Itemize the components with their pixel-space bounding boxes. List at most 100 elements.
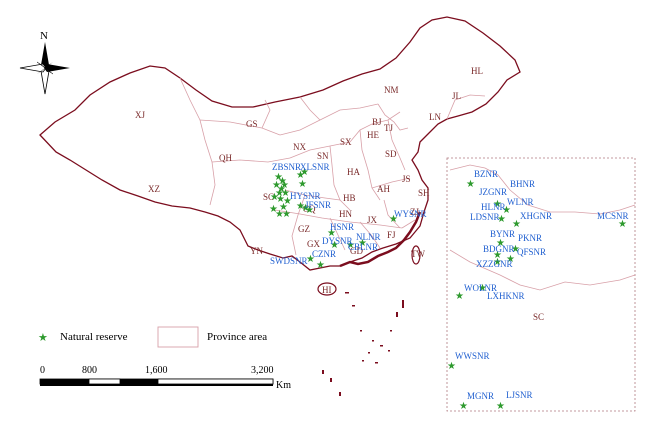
legend-reserve-label: Natural reserve bbox=[60, 331, 128, 343]
star-marker: ★ bbox=[305, 205, 314, 216]
star-marker: ★ bbox=[283, 196, 292, 207]
north-label: N bbox=[40, 30, 48, 42]
province-labels: XJ XZ QH GS NM HL JL LN BJ TJ HE SX SN N… bbox=[135, 66, 544, 322]
inset-sc-boundary bbox=[449, 164, 636, 291]
svg-text:0: 0 bbox=[40, 365, 45, 376]
svg-text:BYNR: BYNR bbox=[490, 229, 515, 239]
province-boundaries bbox=[179, 77, 486, 256]
svg-text:WWSNR: WWSNR bbox=[455, 351, 490, 361]
svg-text:WYSNR: WYSNR bbox=[394, 209, 427, 219]
star-marker: ★ bbox=[306, 254, 315, 265]
star-marker: ★ bbox=[270, 192, 279, 203]
scs-islands bbox=[322, 292, 404, 396]
svg-text:SC: SC bbox=[533, 312, 544, 322]
svg-text:XHGNR: XHGNR bbox=[520, 211, 552, 221]
north-arrow: N bbox=[19, 30, 70, 95]
star-marker: ★ bbox=[269, 204, 278, 215]
svg-text:SC: SC bbox=[263, 192, 274, 202]
star-marker: ★ bbox=[496, 238, 505, 249]
china-boundary bbox=[39, 16, 521, 271]
star-marker: ★ bbox=[358, 238, 367, 249]
star-marker: ★ bbox=[459, 401, 468, 412]
svg-text:CBLNR: CBLNR bbox=[348, 242, 378, 252]
svg-text:HLNR: HLNR bbox=[481, 202, 506, 212]
svg-text:JFSNR: JFSNR bbox=[305, 200, 331, 210]
star-marker: ★ bbox=[301, 203, 310, 214]
star-marker: ★ bbox=[493, 199, 502, 210]
svg-text:1,600: 1,600 bbox=[145, 365, 168, 376]
svg-text:SN: SN bbox=[317, 151, 329, 161]
legend-province-label: Province area bbox=[207, 331, 267, 343]
star-marker: ★ bbox=[389, 214, 398, 225]
svg-text:LXHKNR: LXHKNR bbox=[487, 291, 525, 301]
svg-text:BZNR: BZNR bbox=[474, 169, 498, 179]
svg-text:HE: HE bbox=[367, 130, 379, 140]
svg-text:QH: QH bbox=[219, 153, 232, 163]
svg-text:LDSNR: LDSNR bbox=[470, 212, 500, 222]
star-marker: ★ bbox=[493, 257, 502, 268]
scale-bar: 0 800 1,600 3,200 Km bbox=[39, 365, 291, 391]
svg-text:ZJ: ZJ bbox=[410, 207, 419, 217]
svg-text:NX: NX bbox=[293, 142, 306, 152]
svg-text:HN: HN bbox=[339, 209, 352, 219]
svg-text:WOLNR: WOLNR bbox=[464, 283, 497, 293]
svg-text:NM: NM bbox=[384, 85, 399, 95]
star-marker: ★ bbox=[278, 176, 287, 187]
svg-text:NLNR: NLNR bbox=[356, 232, 381, 242]
svg-text:GX: GX bbox=[307, 239, 320, 249]
svg-text:HI: HI bbox=[322, 285, 332, 295]
star-marker: ★ bbox=[300, 167, 309, 178]
svg-text:XJ: XJ bbox=[135, 110, 145, 120]
hainan-island bbox=[317, 282, 337, 296]
svg-text:JX: JX bbox=[367, 215, 378, 225]
svg-text:TW: TW bbox=[411, 249, 425, 259]
svg-text:JS: JS bbox=[402, 174, 411, 184]
svg-text:LJSNR: LJSNR bbox=[506, 390, 533, 400]
star-marker: ★ bbox=[511, 244, 520, 255]
svg-text:XZ: XZ bbox=[148, 184, 160, 194]
svg-text:HYSNR: HYSNR bbox=[290, 191, 321, 201]
svg-text:MCSNR: MCSNR bbox=[597, 211, 629, 221]
svg-text:SWDSNR: SWDSNR bbox=[270, 256, 308, 266]
star-marker: ★ bbox=[330, 240, 339, 251]
svg-text:JZGNR: JZGNR bbox=[479, 187, 507, 197]
star-marker: ★ bbox=[455, 291, 464, 302]
svg-text:AH: AH bbox=[377, 184, 390, 194]
svg-text:SX: SX bbox=[340, 137, 352, 147]
star-marker: ★ bbox=[277, 184, 286, 195]
svg-text:SD: SD bbox=[385, 149, 397, 159]
star-marker: ★ bbox=[497, 214, 506, 225]
star-marker: ★ bbox=[280, 180, 289, 191]
svg-text:HB: HB bbox=[343, 193, 356, 203]
star-marker: ★ bbox=[279, 202, 288, 213]
star-marker: ★ bbox=[281, 188, 290, 199]
svg-text:QFSNR: QFSNR bbox=[517, 247, 546, 257]
star-marker: ★ bbox=[296, 170, 305, 181]
star-marker: ★ bbox=[274, 172, 283, 183]
star-marker: ★ bbox=[272, 180, 281, 191]
svg-text:CZNR: CZNR bbox=[312, 249, 336, 259]
star-marker: ★ bbox=[275, 209, 284, 220]
svg-text:DYSNR: DYSNR bbox=[322, 236, 353, 246]
star-marker: ★ bbox=[447, 361, 456, 372]
svg-text:PKNR: PKNR bbox=[518, 233, 542, 243]
svg-text:HSNR: HSNR bbox=[330, 222, 354, 232]
svg-text:LN: LN bbox=[429, 112, 441, 122]
svg-text:JL: JL bbox=[452, 91, 461, 101]
legend-star-icon: ★ bbox=[38, 331, 48, 344]
svg-text:800: 800 bbox=[82, 365, 97, 376]
reserve-labels: ZBSNR XLSNR HYSNR JFSNR HSNR DYSNR NLNR … bbox=[270, 162, 629, 401]
coastline-se bbox=[339, 211, 422, 268]
svg-text:XLSNR: XLSNR bbox=[300, 162, 330, 172]
star-marker: ★ bbox=[506, 254, 515, 265]
svg-text:HA: HA bbox=[347, 167, 360, 177]
star-marker: ★ bbox=[512, 219, 521, 230]
star-marker: ★ bbox=[316, 260, 325, 271]
star-marker: ★ bbox=[327, 228, 336, 239]
svg-text:GZ: GZ bbox=[298, 224, 310, 234]
star-marker: ★ bbox=[618, 219, 627, 230]
svg-text:3,200: 3,200 bbox=[251, 365, 274, 376]
star-marker: ★ bbox=[276, 194, 285, 205]
svg-text:CQ: CQ bbox=[303, 204, 316, 214]
